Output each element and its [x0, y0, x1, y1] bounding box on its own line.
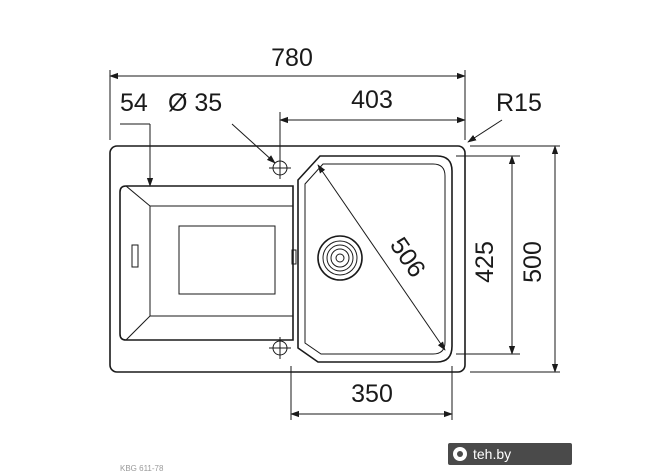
dimension-425: 425	[471, 241, 499, 283]
dimension-350: 350	[351, 380, 393, 408]
sink-outline	[109, 145, 466, 373]
tap-hole-bottom-icon	[269, 337, 291, 359]
leader-diameter	[231, 123, 276, 164]
drainer-outline	[119, 185, 294, 341]
watermark-badge: teh.by	[448, 443, 572, 465]
dimension-500: 500	[519, 241, 547, 283]
drainer-slot	[131, 244, 139, 268]
drain-strainer-icon	[317, 235, 363, 281]
drainer-bevel-bottom	[125, 315, 151, 341]
leader-r15	[467, 119, 503, 143]
drainer-bevel-top	[125, 185, 151, 207]
drainer-grooves	[178, 225, 276, 295]
dimension-403: 403	[351, 86, 393, 114]
dimension-line-506	[317, 164, 446, 351]
dimension-54: 54	[120, 89, 148, 117]
dimension-diameter-35: Ø 35	[168, 89, 222, 117]
dimension-506: 506	[384, 232, 431, 282]
watermark-text: teh.by	[473, 446, 512, 462]
overflow-slot	[291, 249, 297, 265]
model-caption: KBG 611-78	[120, 464, 164, 473]
brand-logo-icon	[453, 447, 467, 461]
tap-hole-top-icon	[269, 157, 291, 179]
bowl-outline	[297, 155, 453, 363]
drainer-inner-panel	[149, 205, 294, 317]
dimension-r15: R15	[496, 89, 542, 117]
dimension-780: 780	[271, 44, 313, 72]
